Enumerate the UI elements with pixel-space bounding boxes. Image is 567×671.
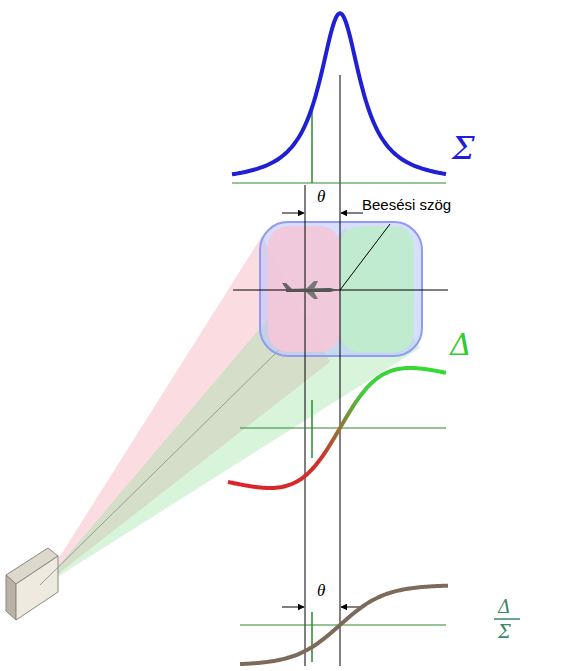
- theta-arrow: [282, 607, 304, 608]
- theta-arrow: [282, 213, 304, 214]
- diff-target-tick: [311, 400, 313, 458]
- angle-symbol: θ: [317, 188, 325, 205]
- ratio-denominator: Σ: [498, 623, 511, 641]
- sum-baseline: [232, 183, 446, 184]
- angle-caption: Beesési szög: [362, 197, 451, 212]
- difference-label: Δ: [450, 330, 472, 360]
- leader-line: [340, 224, 390, 290]
- pattern-outline: [260, 222, 422, 356]
- right-lobe: [340, 226, 414, 352]
- target-line: [305, 185, 306, 666]
- theta-arrow: [341, 213, 363, 214]
- boresight-line: [340, 75, 341, 666]
- radar-antenna-face: [16, 556, 58, 620]
- ratio-numerator: Δ: [498, 598, 511, 616]
- ratio-curve: [240, 586, 448, 664]
- airplane: [282, 281, 338, 299]
- sum-curve: [232, 13, 446, 174]
- difference-curve: [228, 368, 446, 488]
- angle-symbol: θ: [317, 582, 325, 599]
- sum-label: Σ: [452, 132, 475, 164]
- ratio-target-tick: [311, 612, 313, 662]
- sum-target-tick: [311, 105, 313, 183]
- fraction-bar: [494, 618, 520, 620]
- left-lobe: [268, 226, 340, 352]
- diff-baseline: [240, 428, 446, 429]
- radar-antenna-side: [6, 575, 16, 620]
